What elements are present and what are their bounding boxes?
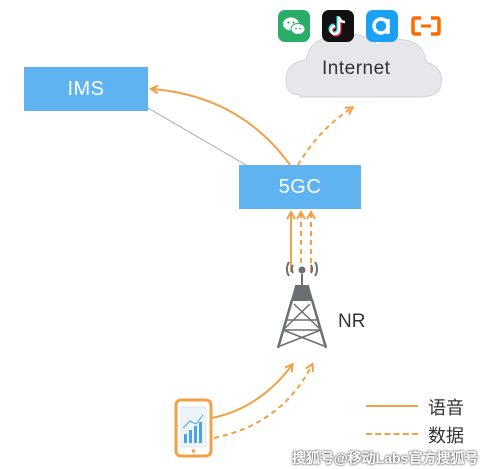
legend-voice-line [366, 405, 418, 407]
wechat-icon [278, 10, 310, 42]
internet-cloud [285, 33, 442, 98]
ims-core-link [147, 107, 247, 166]
ims-node: IMS [24, 67, 148, 111]
phone-icon [174, 398, 213, 458]
voice-arrow-phone-to-nr [211, 365, 292, 419]
tower-icon [276, 261, 328, 349]
legend-data-label: 数据 [428, 426, 464, 446]
a-app-icon [366, 10, 398, 42]
tiktok-icon [322, 10, 354, 42]
alibaba-cloud-icon [410, 10, 442, 42]
data-arrow-phone-to-nr [213, 365, 312, 439]
watermark: 搜狐号@移动Labs官方搜狐号 [292, 450, 479, 466]
voice-arrow-core-to-ims [152, 89, 291, 166]
data-arrow-core-to-internet [297, 108, 352, 166]
core-5gc-node: 5GC [239, 165, 361, 209]
internet-label: Internet [322, 58, 391, 79]
legend-voice-label: 语音 [428, 398, 464, 418]
nr-label: NR [338, 311, 366, 332]
legend-data-line [366, 433, 418, 435]
